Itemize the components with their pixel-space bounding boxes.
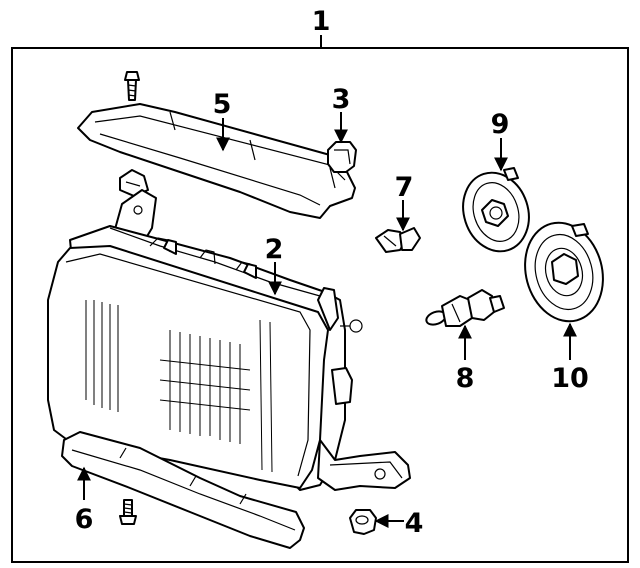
part-lower-filler-panel (61, 431, 305, 549)
part-retainer (327, 141, 357, 173)
callout-10: 10 (551, 363, 589, 394)
callout-6: 6 (75, 504, 94, 535)
callout-9: 9 (491, 109, 510, 140)
callout-1: 1 (312, 6, 331, 37)
part-small-bulb (375, 227, 421, 253)
callout-7: 7 (395, 172, 414, 203)
part-panel-bolt (124, 71, 140, 101)
callout-4: 4 (405, 508, 424, 539)
part-grommet (349, 509, 377, 535)
callout-3: 3 (332, 84, 351, 115)
part-headlamp-housing (47, 189, 411, 491)
part-dust-cover (524, 221, 604, 323)
part-upper-filler-panel (77, 103, 356, 219)
part-bulb-socket-cover (462, 167, 530, 253)
part-headlamp-bulb (425, 289, 505, 327)
callout-8: 8 (456, 363, 475, 394)
callout-2: 2 (265, 234, 284, 265)
part-lower-panel-bolt (119, 499, 137, 525)
callout-5: 5 (213, 89, 232, 120)
